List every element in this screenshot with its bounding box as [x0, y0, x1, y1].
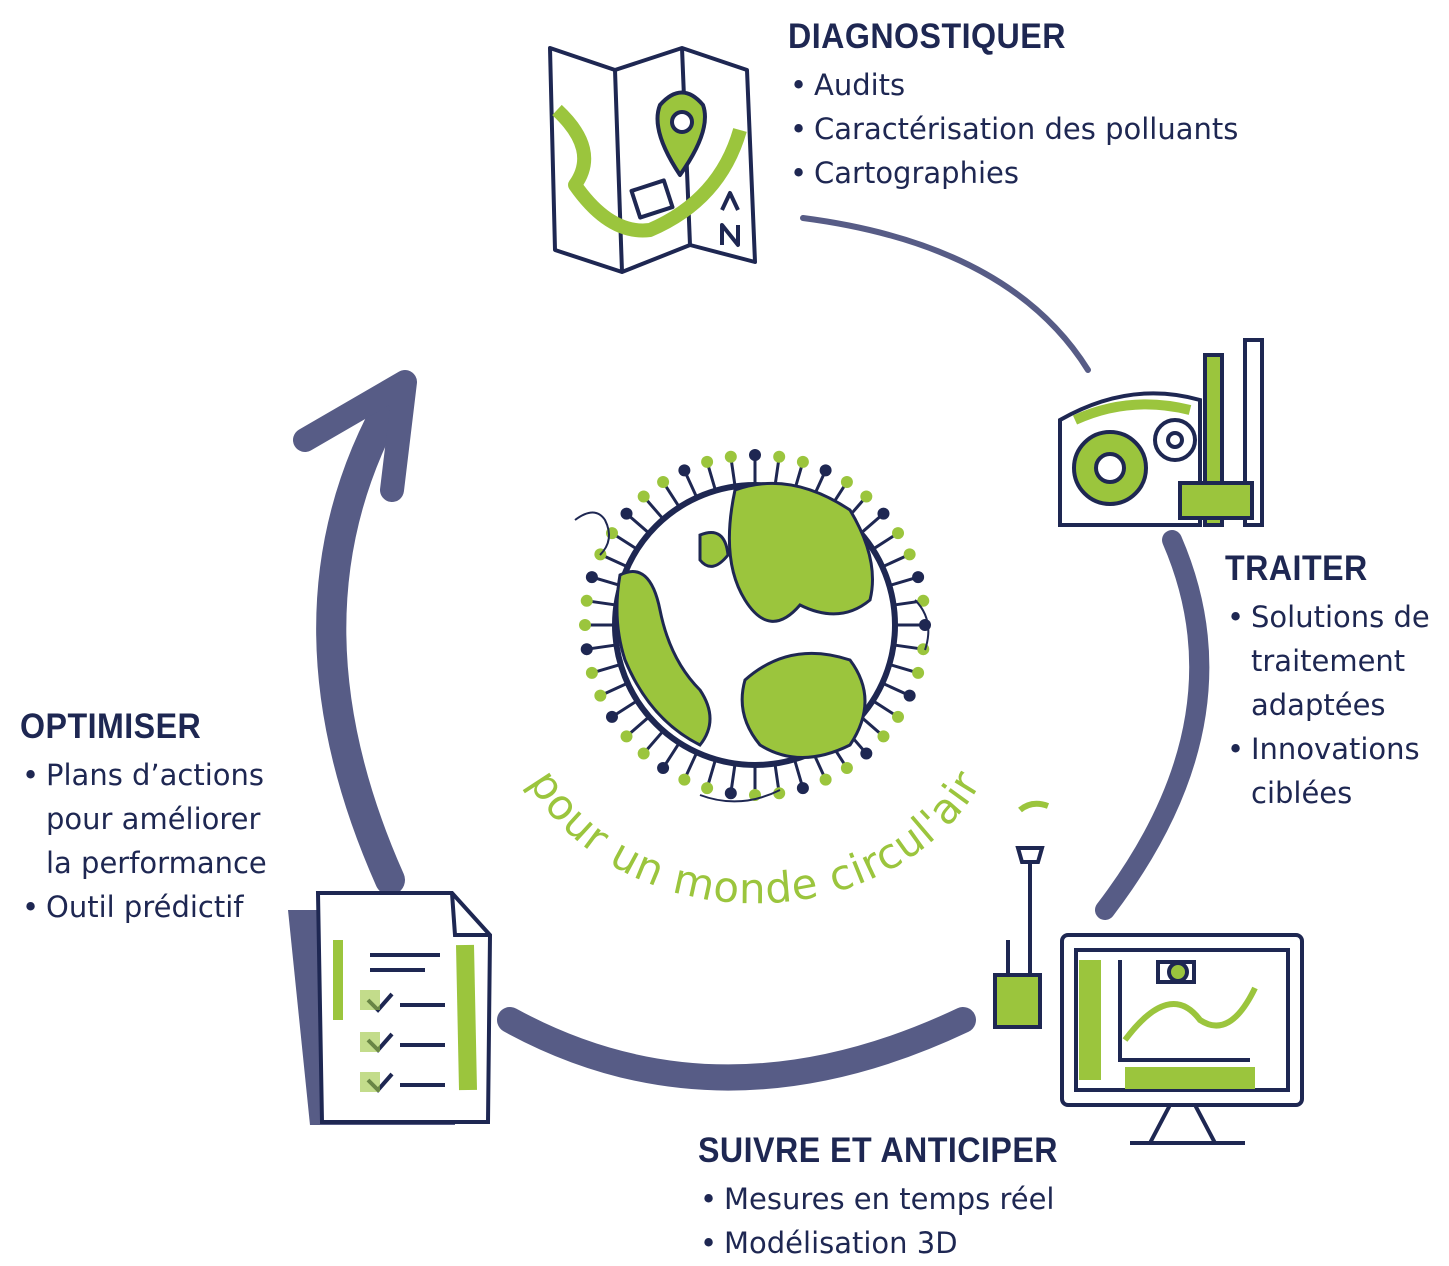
arc-suivre-to-optimiser: [497, 1007, 976, 1091]
stage-item-line: Outil prédictif: [46, 889, 244, 924]
globe-spike-dot: [749, 449, 761, 461]
stage-title: SUIVRE ET ANTICIPER: [698, 1131, 1059, 1170]
globe-spike-dot: [796, 455, 809, 468]
globe-spike-dot: [657, 475, 670, 488]
globe-spike-dot: [819, 773, 832, 786]
globe-spike-dot: [840, 475, 853, 488]
globe-spike-dot: [657, 762, 670, 775]
globe-spike-dot: [917, 594, 930, 607]
treatment-machine-icon: [1058, 338, 1264, 527]
stage-item-line: Solutions de: [1251, 599, 1430, 634]
stage-item: Modélisation 3D: [698, 1221, 1089, 1265]
globe-spike-dot: [585, 571, 598, 584]
globe-spike-dot: [637, 747, 650, 760]
globe-spike-dot: [580, 643, 593, 656]
stage-item-line: la performance: [46, 845, 267, 880]
arc-optimiser-to-diagnostiquer: [316, 380, 410, 895]
globe-spike-dot: [860, 490, 873, 503]
globe-icon: [574, 449, 931, 803]
globe-spike-dot: [724, 787, 737, 800]
stage-item: Plans d’actions pour améliorer la perfor…: [20, 753, 267, 885]
globe-spike-dot: [840, 762, 853, 775]
stage-item-line: Innovations: [1251, 731, 1420, 766]
globe-spike-dot: [585, 666, 598, 679]
stage-item: Cartographies: [788, 151, 1238, 195]
globe-spike-dot: [724, 450, 737, 463]
globe-spike-dot: [620, 507, 633, 520]
globe-spike-dot: [620, 730, 633, 743]
globe-spike-dot: [819, 464, 832, 477]
globe-spike-dot: [912, 666, 925, 679]
globe-spike-dot: [579, 619, 591, 631]
stage-item-list: Solutions de traitement adaptées Innovat…: [1225, 595, 1430, 815]
globe-spike-dot: [701, 455, 714, 468]
stage-optimiser: OPTIMISER Plans d’actions pour améliorer…: [20, 707, 267, 929]
stage-item-line: ciblées: [1251, 775, 1353, 810]
stage-traiter: TRAITER Solutions de traitement adaptées…: [1225, 549, 1430, 815]
stage-item-list: Mesures en temps réel Modélisation 3D: [698, 1177, 1089, 1265]
stage-item: Audits: [788, 63, 1238, 107]
stage-item: Caractérisation des polluants: [788, 107, 1238, 151]
stage-item: Solutions de traitement adaptées: [1225, 595, 1430, 727]
stage-item: Mesures en temps réel: [698, 1177, 1089, 1221]
globe-spike-dot: [877, 730, 890, 743]
globe-spike-dot: [605, 710, 618, 723]
arc-traiter-to-suivre: [1095, 530, 1210, 920]
stage-item-list: Audits Caractérisation des polluants Car…: [788, 63, 1238, 195]
stage-item-line: Plans d’actions: [46, 757, 265, 792]
globe-spike-dot: [903, 689, 916, 702]
globe-spike-dot: [637, 490, 650, 503]
stage-item: Innovations ciblées: [1225, 727, 1430, 815]
stage-diagnostiquer: DIAGNOSTIQUER Audits Caractérisation des…: [788, 17, 1238, 195]
globe-spike-dot: [892, 527, 905, 540]
checklist-document-icon: [288, 891, 493, 1125]
stage-item-line: adaptées: [1251, 687, 1386, 722]
stage-item: Outil prédictif: [20, 885, 267, 929]
globe-spike-dot: [678, 773, 691, 786]
stage-item-line: pour améliorer: [46, 801, 261, 836]
globe-spike-dot: [903, 548, 916, 561]
arc-diagnostiquer-to-traiter: [800, 215, 1091, 373]
globe-spike-dot: [796, 782, 809, 795]
globe-spike-dot: [773, 787, 786, 800]
stage-item-line: traitement: [1251, 643, 1406, 678]
globe-spike-dot: [877, 507, 890, 520]
arrowhead: [293, 370, 417, 502]
globe-spike-dot: [860, 747, 873, 760]
monitoring-screen-icon: [993, 800, 1304, 1145]
stage-title: TRAITER: [1225, 549, 1368, 588]
map-icon: [548, 46, 757, 274]
globe-spike-dot: [912, 571, 925, 584]
stage-item-list: Plans d’actions pour améliorer la perfor…: [20, 753, 267, 929]
globe-spike-dot: [773, 450, 786, 463]
stage-title: DIAGNOSTIQUER: [788, 17, 1066, 56]
stage-suivre-et-anticiper: SUIVRE ET ANTICIPER Mesures en temps rée…: [698, 1131, 1089, 1265]
cycle-arrows: [293, 215, 1210, 1091]
globe-spike-dot: [701, 782, 714, 795]
stage-title: OPTIMISER: [20, 707, 202, 746]
globe-spike-dot: [580, 594, 593, 607]
globe-spike-dot: [594, 689, 607, 702]
globe-spike-dot: [678, 464, 691, 477]
globe-spike-dot: [892, 710, 905, 723]
